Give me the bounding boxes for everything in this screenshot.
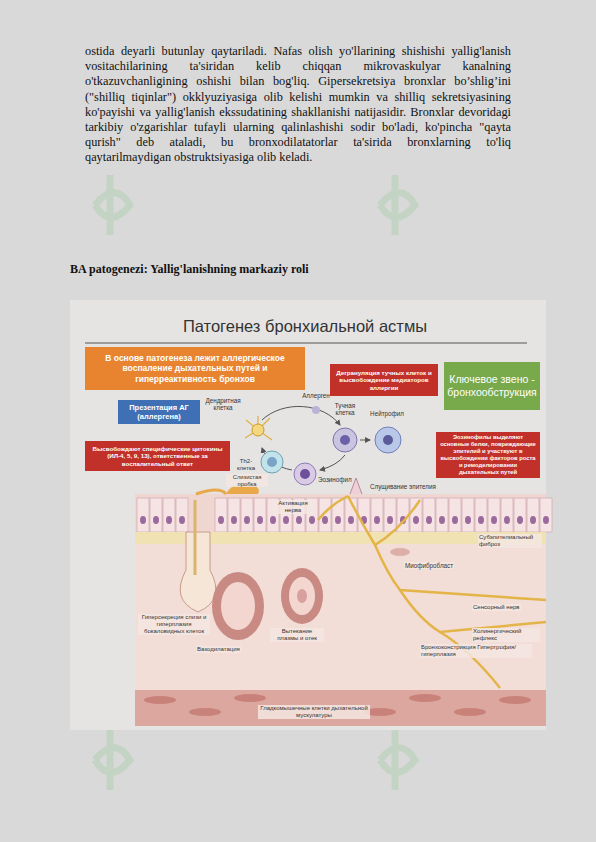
node-text: Дегрануляция тучных клеток и высвобожден…: [334, 369, 434, 391]
part-label: Дендритная клетка: [200, 397, 246, 411]
part-label: Нейтрофил: [364, 410, 410, 417]
part-label: Сенсорный нерв: [472, 604, 521, 611]
cell-cycle: [245, 406, 401, 485]
part-label: Миофибробласт: [404, 562, 454, 569]
node-text: В основе патогенеза лежит аллергическое …: [89, 353, 301, 384]
figure-ground: [70, 300, 546, 730]
node-text: Эозинофилы выделяют основные белки, повр…: [440, 434, 536, 476]
part-label: Вазодилатация: [196, 646, 241, 653]
section-heading: BA patogenezi: Yallig'lanishning markazi…: [70, 262, 470, 276]
part-label: Th2-клетка: [231, 458, 261, 472]
part-label: Гладкомышечные клетки дыхательной мускул…: [258, 705, 370, 719]
part-label: Вытекание плазмы и отек: [270, 628, 324, 642]
part-label: Аллерген: [296, 392, 336, 399]
part-label: Эозинофил: [318, 476, 362, 483]
part-label: Холинергический рефлекс: [472, 628, 540, 642]
note-box: Эозинофилы выделяют основные белки, повр…: [436, 432, 540, 478]
node-text: Ключевое звено - бронхообструкция: [447, 373, 536, 398]
node-text: Высвобождают специфические цитокины (ИЛ-…: [89, 445, 226, 467]
note-box: Дегрануляция тучных клеток и высвобожден…: [330, 364, 438, 396]
note-box: Презентация АГ (аллергена): [118, 400, 200, 424]
part-label: Активация нерва: [272, 500, 314, 514]
part-label: Субэпителиальный фиброз: [478, 534, 542, 548]
node-text: Презентация АГ (аллергена): [122, 403, 196, 421]
part-label: Гиперсекреция слизи и гиперплазия бокало…: [138, 614, 210, 635]
part-label: Слущивание эпителия: [370, 483, 454, 490]
key-box: Ключевое звено - бронхообструкция: [444, 362, 540, 410]
note-box: Высвобождают специфические цитокины (ИЛ-…: [85, 441, 230, 471]
diagram-title: Патогенез бронхиальной астмы: [85, 317, 525, 336]
note-box: В основе патогенеза лежит аллергическое …: [85, 347, 305, 390]
airway-wall: [135, 478, 552, 726]
part-label: Тучная клетка: [326, 402, 364, 416]
part-label: Слизистая пробка: [226, 474, 268, 487]
part-label: Бронхоконстрикция Гипертрофия/гиперплази…: [420, 644, 532, 658]
body-paragraph: ostida deyarli butunlay qaytariladi. Naf…: [85, 44, 511, 166]
